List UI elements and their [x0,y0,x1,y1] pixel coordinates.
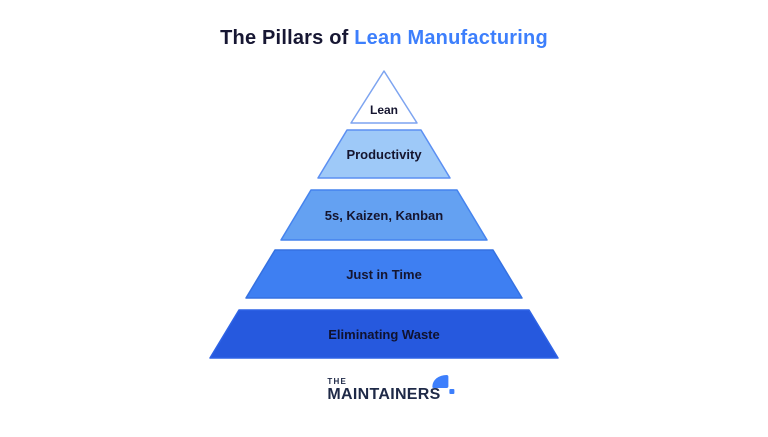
pyramid-level-productivity-shape [317,129,451,179]
pyramid-level-5s-kaizen-kanban: 5s, Kaizen, Kanban [280,189,488,241]
pyramid-level-eliminating-waste: Eliminating Waste [209,309,559,359]
maintainers-logo: THE MAINTAINERS [327,375,455,403]
logo-the-text: THE [327,377,347,386]
pyramid-level-productivity: Productivity [317,129,451,179]
title-prefix: The Pillars of [220,27,355,49]
pyramid-level-lean-label: Lean [370,103,398,117]
title-highlight: Lean Manufacturing [354,27,548,49]
pyramid-level-just-in-time-shape [245,249,523,299]
logo-fin-shape [432,375,449,388]
logo-dot-shape [449,389,455,394]
logo-maintainers-text: MAINTAINERS [327,386,441,403]
pyramid-level-just-in-time-label: Just in Time [346,267,422,282]
pyramid-level-eliminating-waste-shape [209,309,559,359]
pyramid-level-5s-kaizen-kanban-shape [280,189,488,241]
pyramid-level-eliminating-waste-label: Eliminating Waste [328,327,439,342]
pyramid-level-lean: Lean [350,70,418,124]
pyramid-level-productivity-label: Productivity [346,147,422,162]
page-title: The Pillars of Lean Manufacturing [0,27,768,50]
maintainers-wordmark: THE MAINTAINERS [327,375,455,403]
pyramid-level-5s-kaizen-kanban-label: 5s, Kaizen, Kanban [325,208,444,223]
pyramid-level-lean-shape [350,70,418,124]
maintainers-mark-icon [432,375,455,397]
pyramid-level-just-in-time: Just in Time [245,249,523,299]
